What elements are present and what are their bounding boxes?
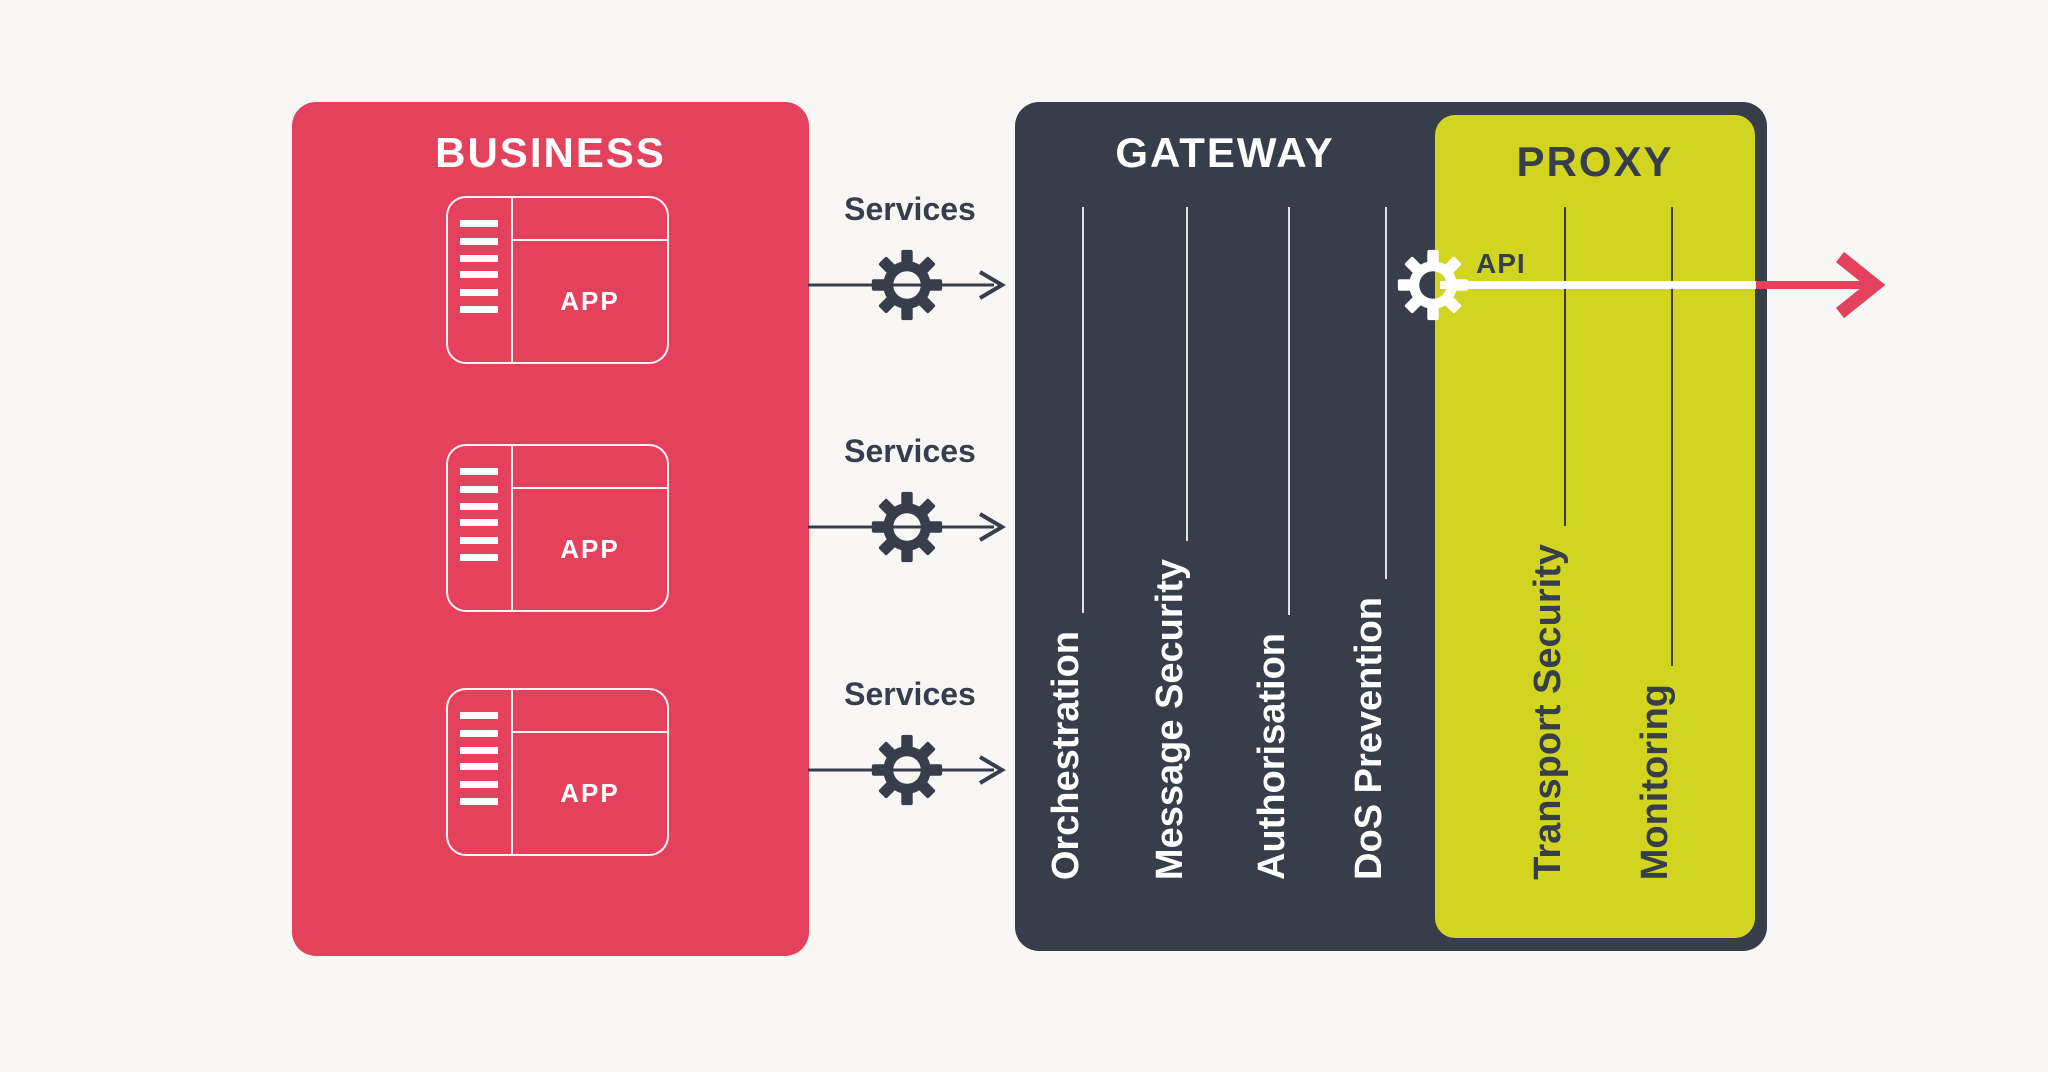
app-label: APP [560,534,620,564]
app-menu-line [460,537,498,544]
app-menu-line [460,554,498,561]
app-icon-divider [511,690,513,854]
app-window-icon: APP [446,196,669,364]
app-icon-topbar [513,731,667,733]
api-label: API [1476,248,1526,279]
app-label: APP [560,778,620,808]
capability-line [1564,207,1566,527]
capability-label: Authorisation [1251,633,1293,880]
business-title: BUSINESS [435,129,666,176]
app-menu-line [460,781,498,788]
proxy-title: PROXY [1516,138,1674,185]
capability-line [1082,207,1084,613]
gear-icon [1395,247,1471,323]
app-menu-line [460,798,498,805]
app-menu-line [460,519,498,526]
app-icon-divider [511,446,513,610]
capability-line [1385,207,1387,580]
capability-column: DoS Prevention [1341,207,1397,880]
app-menu-line [460,271,498,278]
app-label: APP [560,286,620,316]
app-icon-topbar [513,487,667,489]
app-menu-line [460,220,498,227]
gateway-title: GATEWAY [1115,129,1335,176]
app-icon-topbar [513,239,667,241]
services-label: Services [844,433,976,469]
capability-line [1186,207,1188,541]
app-icon-divider [511,198,513,362]
capability-column: Authorisation [1244,207,1300,880]
app-window-icon: APP [446,688,669,856]
capability-line [1671,207,1673,666]
app-menu-line [460,238,498,245]
capability-column: Transport Security [1520,207,1576,880]
app-menu-line [460,486,498,493]
api-flow-line [1440,281,1756,289]
capability-label: DoS Prevention [1348,597,1390,880]
capability-column: Orchestration [1038,207,1094,880]
capability-line [1288,207,1290,616]
business-box: BUSINESS APP APP [292,102,809,956]
gear-icon [869,489,945,565]
app-menu-line [460,289,498,296]
app-window-icon: APP [446,444,669,612]
proxy-box: PROXY Transport Security Monitoring [1435,115,1755,938]
capability-label: Message Security [1149,558,1191,880]
capability-label: Orchestration [1045,630,1087,880]
gear-icon [869,732,945,808]
app-menu-line [460,306,498,313]
app-menu-line [460,503,498,510]
gear-icon [869,247,945,323]
services-label: Services [844,191,976,227]
app-menu-line [460,468,498,475]
app-menu-line [460,255,498,262]
gateway-box: GATEWAY Orchestration Message Security A… [1015,102,1767,951]
arrow-right-icon [1756,251,1886,319]
capability-label: Transport Security [1527,544,1569,880]
capability-column: Monitoring [1627,207,1683,880]
app-menu-line [460,712,498,719]
capability-label: Monitoring [1634,683,1676,880]
services-label: Services [844,676,976,712]
app-menu-line [460,763,498,770]
capability-column: Message Security [1142,207,1198,880]
app-menu-line [460,730,498,737]
app-menu-line [460,747,498,754]
